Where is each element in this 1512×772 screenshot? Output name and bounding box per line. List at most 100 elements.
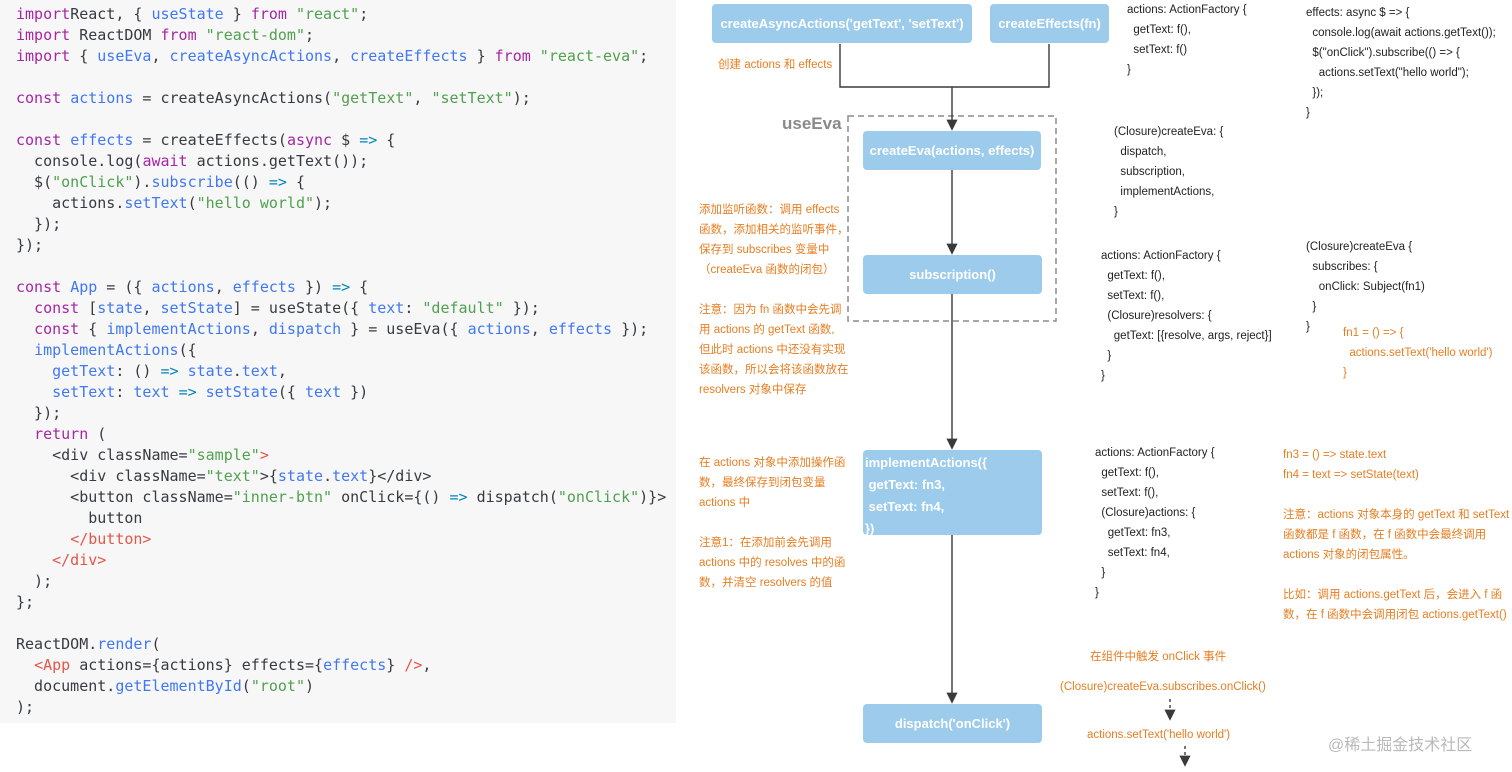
code-token: const xyxy=(16,131,62,149)
code-token: , xyxy=(151,47,170,65)
code-token: , xyxy=(422,656,432,674)
code-token: "onClick" xyxy=(557,488,640,506)
code-token: createEffects xyxy=(350,47,468,65)
code-token: const xyxy=(16,89,62,107)
code-line: importReact, { useState } from "react"; xyxy=(16,4,666,25)
code-token xyxy=(16,530,70,548)
text-line: } xyxy=(1095,587,1099,599)
code-line: document.getElementById("root") xyxy=(16,676,666,697)
actions-factory-object-3: actions: ActionFactory { getText: f(), s… xyxy=(1095,443,1215,603)
code-token: ); xyxy=(512,89,531,107)
text-line: actions.setText('hello world') xyxy=(1343,347,1493,359)
code-token: $( xyxy=(16,173,53,191)
dispatch-node: dispatch('onClick') xyxy=(863,704,1042,743)
code-token: effects xyxy=(323,656,387,674)
text-line: } xyxy=(1101,350,1112,362)
code-token: => xyxy=(160,362,179,380)
code-token: <App xyxy=(34,656,71,674)
code-token: "default" xyxy=(422,299,504,317)
text-line: $("onClick").subscribe(() => { xyxy=(1306,47,1460,59)
code-line: actions.setText("hello world"); xyxy=(16,193,666,214)
code-token: { xyxy=(286,173,305,191)
create-async-actions-node: createAsyncActions('getText', 'setText') xyxy=(712,4,972,43)
text-line: setText: fn4, xyxy=(1095,547,1170,559)
code-token: import xyxy=(16,47,71,65)
text-line: setText: f(), xyxy=(1101,290,1165,302)
code-line: <div className="sample"> xyxy=(16,445,666,466)
text-line: 比如：调用 actions.getText 后，会进入 f 函 xyxy=(1283,589,1503,601)
code-line: return ( xyxy=(16,424,666,445)
code-token: ( xyxy=(151,635,161,653)
code-token: "getText" xyxy=(332,89,414,107)
code-token: ( xyxy=(88,425,107,443)
code-token: ; xyxy=(639,47,649,65)
text-line: resolvers 对象中保存 xyxy=(699,384,807,396)
code-token: = ({ xyxy=(97,278,152,296)
code-token: ; xyxy=(305,26,315,44)
text-line: getText: [{resolve, args, reject}] xyxy=(1101,330,1272,342)
code-token xyxy=(170,383,179,401)
text-line: }); xyxy=(1306,87,1324,99)
code-token: = createAsyncActions( xyxy=(133,89,333,107)
code-line: }); xyxy=(16,403,666,424)
code-token: : xyxy=(404,299,423,317)
code-token: implementActions xyxy=(34,341,179,359)
code-line: const [state, setState] = useState({ tex… xyxy=(16,298,666,319)
code-line: </div> xyxy=(16,550,666,571)
trigger-note: 在组件中触发 onClick 事件 xyxy=(1090,651,1227,663)
code-token: button xyxy=(16,509,143,527)
code-token: }); xyxy=(612,320,649,338)
text-line: effects: async $ => { xyxy=(1306,7,1410,19)
text-line: } xyxy=(1306,321,1310,333)
merge-line-right xyxy=(952,44,1050,88)
code-line: const effects = createEffects(async $ =>… xyxy=(16,130,666,151)
code-token: setText xyxy=(124,194,188,212)
code-line: </button> xyxy=(16,529,666,550)
set-text-call: actions.setText('hello world') xyxy=(1087,729,1231,741)
code-token: return xyxy=(34,425,89,443)
code-token: from xyxy=(250,5,287,23)
code-token: , xyxy=(277,362,287,380)
code-token: "root" xyxy=(250,677,305,695)
code-token: "inner-btn" xyxy=(232,488,333,506)
code-token: ({ xyxy=(178,341,197,359)
code-token: "react" xyxy=(286,5,360,23)
text-line: actions.setText("hello world"); xyxy=(1306,67,1469,79)
code-token xyxy=(197,383,206,401)
text-line: } xyxy=(1343,367,1347,379)
usereva-label: useEva xyxy=(782,114,842,133)
code-line xyxy=(16,67,666,88)
code-token: : xyxy=(115,383,134,401)
text-line: fn4 = text => setState(text) xyxy=(1283,469,1419,481)
code-token: effects xyxy=(232,278,296,296)
code-token xyxy=(16,656,34,674)
code-line: <div className="text">{state.text}</div> xyxy=(16,466,666,487)
code-line: setText: text => setState({ text }) xyxy=(16,382,666,403)
text-line: }) xyxy=(865,521,875,536)
code-token: , xyxy=(142,299,161,317)
code-token: $ xyxy=(332,131,360,149)
code-line: button xyxy=(16,508,666,529)
code-token: "onClick" xyxy=(52,173,134,191)
actions-factory-object-2: actions: ActionFactory { getText: f(), s… xyxy=(1101,246,1272,386)
text-line: 保存到 subscribes 变量中 xyxy=(699,244,830,256)
text-line: } xyxy=(1114,206,1118,218)
text-line: getText: fn3, xyxy=(1095,527,1171,539)
text-line: 在 actions 对象中添加操作函 xyxy=(699,457,846,469)
code-line: ); xyxy=(16,571,666,592)
code-token: document. xyxy=(16,677,116,695)
code-token: "react-eva" xyxy=(530,47,640,65)
merge-line-left xyxy=(839,44,952,88)
code-token: dispatch xyxy=(268,320,342,338)
code-line: import ReactDOM from "react-dom"; xyxy=(16,25,666,46)
code-token xyxy=(16,383,52,401)
code-token xyxy=(61,89,70,107)
text-line: 注意：因为 fn 函数中会先调 xyxy=(699,304,842,316)
code-token: useEva xyxy=(97,47,152,65)
code-token xyxy=(61,278,70,296)
code-token: }; xyxy=(16,593,35,611)
text-line: 该函数，所以会将该函数放在 xyxy=(699,364,849,376)
text-line: 数，在 f 函数中会调用闭包 actions.getText() xyxy=(1283,609,1507,621)
text-line: onClick: Subject(fn1) xyxy=(1306,281,1425,293)
